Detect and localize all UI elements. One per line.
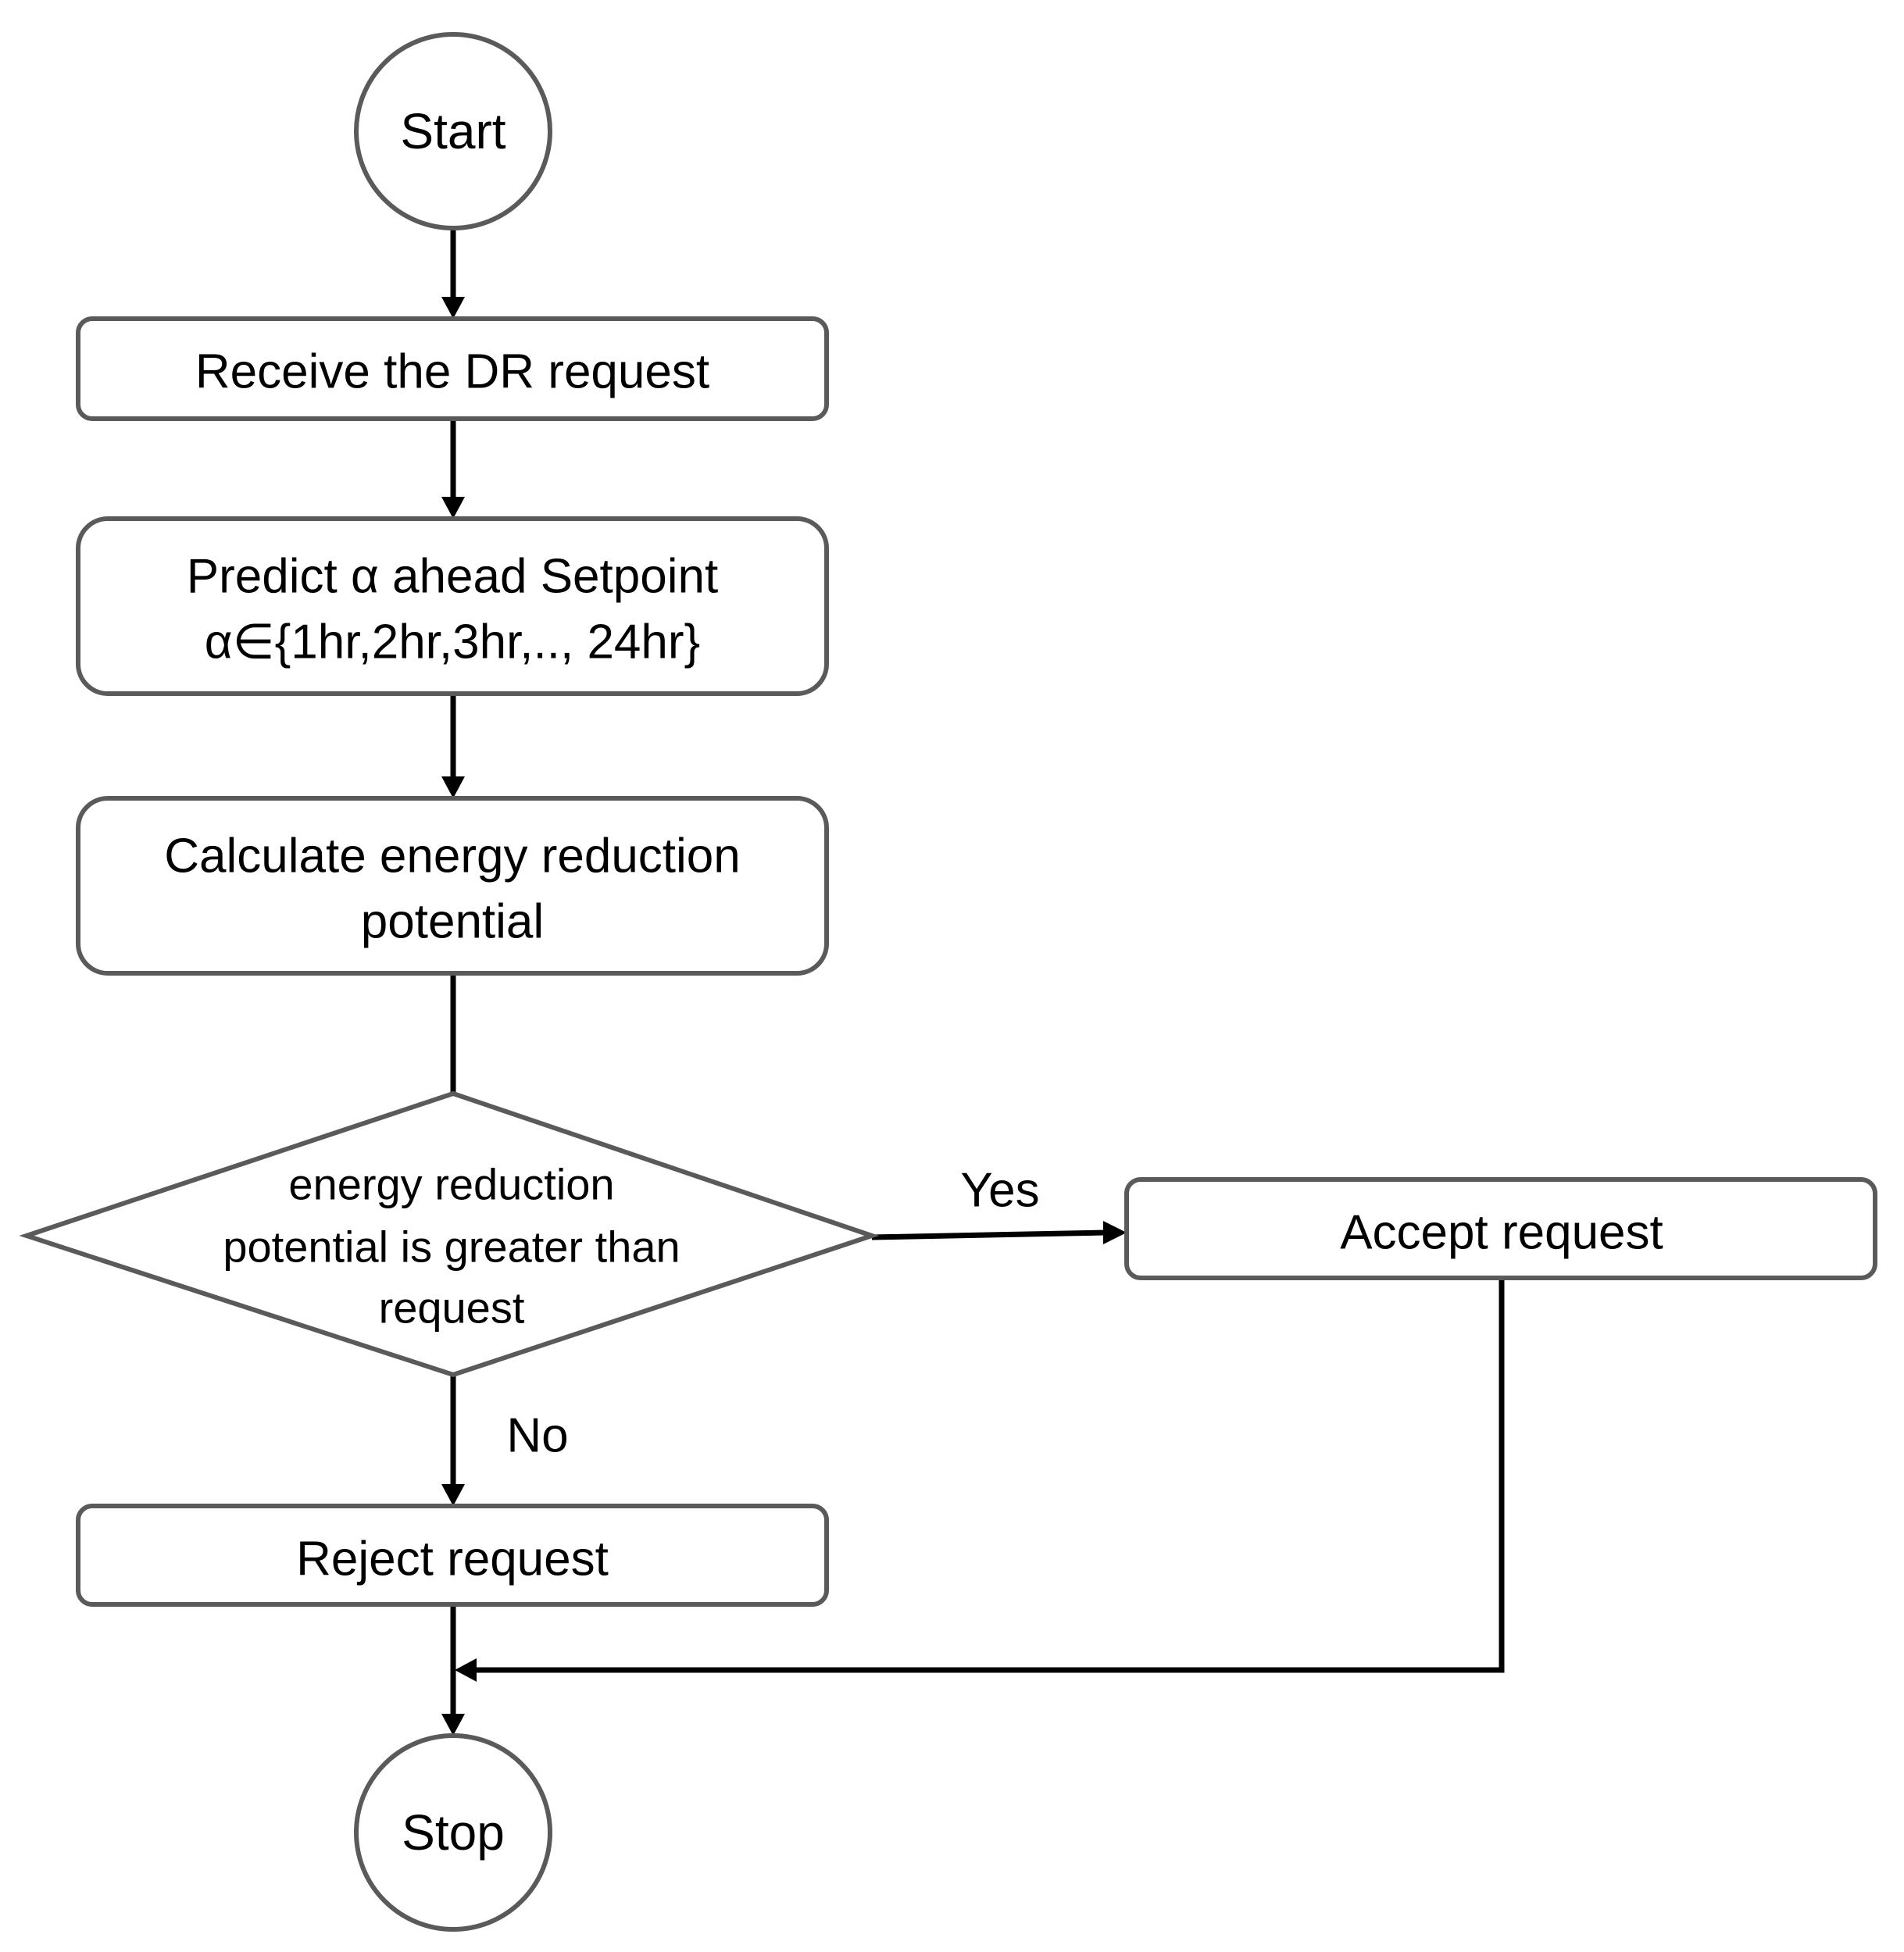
arrowhead-accept xyxy=(1103,1221,1127,1244)
arrowhead-stop xyxy=(441,1714,465,1736)
arrowhead-merge xyxy=(455,1658,477,1682)
edge-accept-to-merge xyxy=(473,1278,1505,1673)
calculate-potential-box xyxy=(76,796,829,976)
stop-circle xyxy=(354,1733,552,1932)
predict-setpoint-node: Predict α ahead Setpoint α∈{1hr,2hr,3hr,… xyxy=(76,516,829,696)
edge-decision-to-accept xyxy=(871,1229,1106,1240)
receive-request-label: Receive the DR request xyxy=(195,345,709,399)
reject-request-node: Reject request xyxy=(76,1504,829,1607)
receive-request-node: Receive the DR request xyxy=(76,316,829,421)
predict-setpoint-line1: Predict α ahead Setpoint xyxy=(187,550,718,604)
start-node: Start xyxy=(354,32,552,230)
stop-label: Stop xyxy=(402,1804,505,1861)
calculate-potential-line2: potential xyxy=(361,895,544,949)
reject-request-label: Reject request xyxy=(296,1533,609,1586)
calculate-potential-node: Calculate energy reduction potential xyxy=(76,796,829,976)
accept-request-node: Accept request xyxy=(1124,1177,1877,1280)
edge-label-yes: Yes xyxy=(960,1164,1039,1218)
stop-node: Stop xyxy=(354,1733,552,1932)
decision-node: energy reduction potential is greater th… xyxy=(19,1090,880,1378)
arrowhead-receive xyxy=(441,297,465,319)
start-label: Start xyxy=(400,103,505,159)
predict-setpoint-line2: α∈{1hr,2hr,3hr,.., 24hr} xyxy=(205,616,701,669)
start-circle xyxy=(354,32,552,230)
accept-request-box xyxy=(1124,1177,1877,1280)
decision-line3: request xyxy=(379,1283,525,1333)
arrowhead-calculate xyxy=(441,776,465,798)
decision-line2: potential is greater than xyxy=(223,1222,680,1272)
calculate-potential-line1: Calculate energy reduction xyxy=(164,830,741,883)
decision-diamond xyxy=(19,1090,880,1378)
reject-request-box xyxy=(76,1504,829,1607)
accept-request-label: Accept request xyxy=(1340,1206,1663,1260)
receive-request-box xyxy=(76,316,829,421)
arrowhead-predict xyxy=(441,497,465,519)
decision-line1: energy reduction xyxy=(288,1160,614,1209)
connectors xyxy=(441,228,1505,1736)
predict-setpoint-box xyxy=(76,516,829,696)
edge-label-no: No xyxy=(506,1409,568,1463)
arrowhead-reject xyxy=(441,1484,465,1506)
